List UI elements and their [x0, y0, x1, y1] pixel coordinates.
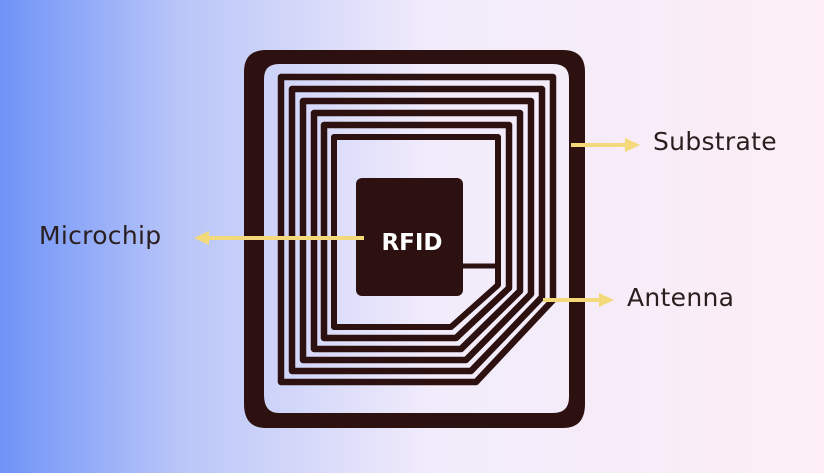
microchip: [356, 178, 463, 296]
antenna-coil-3: [299, 97, 535, 364]
label-microchip: Microchip: [39, 221, 162, 250]
antenna-coil-1: [277, 73, 557, 386]
label-antenna: Antenna: [627, 283, 735, 312]
label-substrate: Substrate: [653, 127, 777, 156]
antenna-coil-5: [320, 121, 513, 342]
antenna-lead: [460, 222, 501, 269]
antenna-coils: [277, 73, 557, 386]
antenna-coil-2: [288, 85, 546, 375]
microchip-arrow-head: [194, 231, 209, 245]
substrate-arrow-head: [625, 138, 640, 152]
antenna-arrow-head: [599, 293, 614, 307]
arrows: [194, 138, 640, 307]
chip-text: RFID: [381, 230, 442, 256]
antenna-coil-6: [331, 134, 501, 330]
antenna-coil-4: [310, 109, 524, 353]
